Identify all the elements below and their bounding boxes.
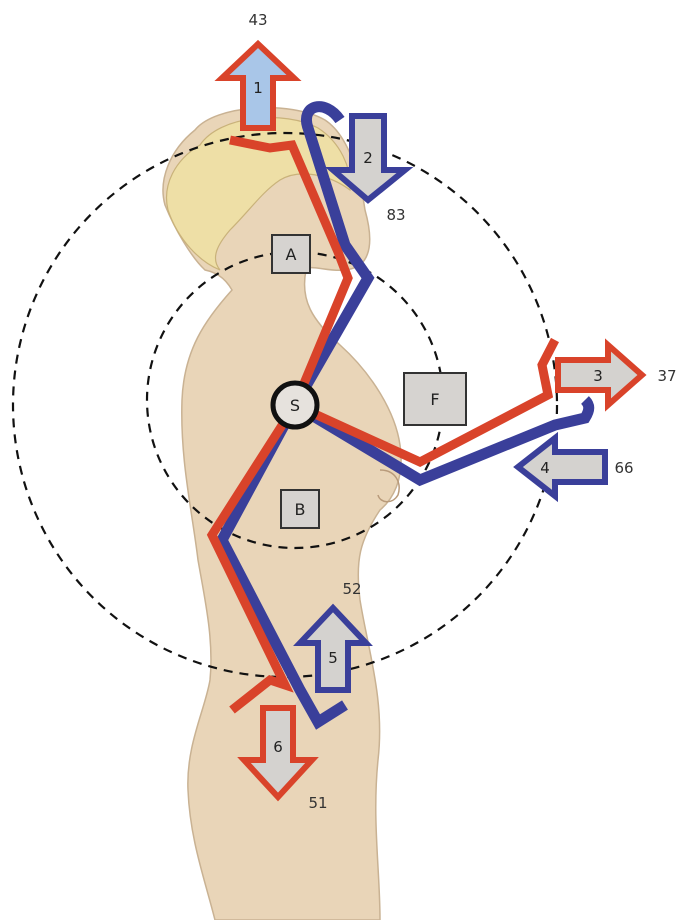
arrow-4-label: 4 [540,459,550,477]
box-f-label: F [430,390,439,409]
box-a: A [272,235,310,273]
arrow-6-value: 51 [308,794,327,812]
arrow-3-value: 37 [657,367,676,385]
arrow-3-label: 3 [593,367,603,385]
arrow-1-label: 1 [253,79,263,97]
center-label: S [290,396,300,415]
arrow-5-value: 52 [342,580,361,598]
box-b: B [281,490,319,528]
arrow-2-label: 2 [363,149,373,167]
arrow-2-value: 83 [386,206,405,224]
box-a-label: A [286,245,297,264]
arrow-1-value: 43 [248,11,267,29]
box-f: F [404,373,466,425]
arrow-4: 4 66 [518,438,634,496]
arrow-6-label: 6 [273,738,283,756]
arrow-3: 3 37 [558,345,677,405]
arrow-4-value: 66 [614,459,633,477]
center-node: S [273,383,317,427]
arrow-5-label: 5 [328,649,338,667]
box-b-label: B [295,500,306,519]
arrow-4-shape [518,438,605,496]
